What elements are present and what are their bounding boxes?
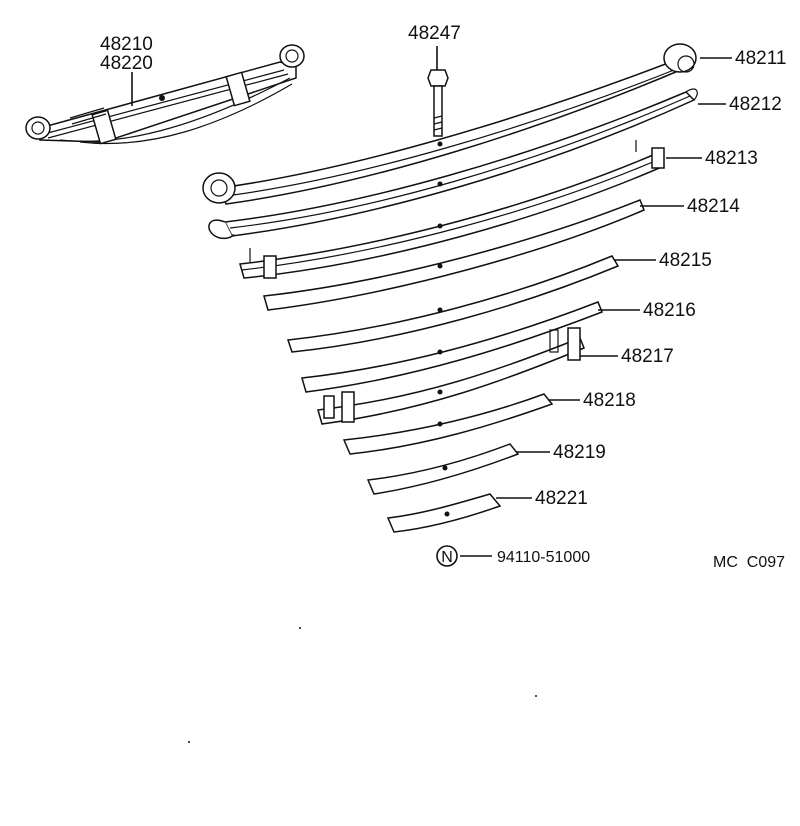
leaf-7-drawing (317, 327, 585, 425)
spring-assembly-drawing (25, 44, 305, 145)
leaf-9-drawing (366, 443, 520, 495)
leaf-3-drawing (239, 140, 665, 279)
leaf-2-drawing (208, 88, 698, 240)
label-leaf-10: 48221 (535, 488, 588, 509)
label-leaf-9: 48219 (553, 442, 606, 463)
label-leaf-8: 48218 (583, 390, 636, 411)
leader-lines (131, 46, 732, 557)
leaf-10-drawing (386, 493, 502, 533)
label-leaf-2: 48212 (729, 94, 782, 115)
label-leaf-3: 48213 (705, 148, 758, 169)
leaf-8-drawing (342, 393, 554, 455)
leaf-1-drawing (202, 43, 697, 205)
label-leaf-5: 48215 (659, 250, 712, 271)
label-leaf-7: 48217 (621, 346, 674, 367)
leaf-4-drawing (263, 199, 645, 311)
label-leaf-6: 48216 (643, 300, 696, 321)
label-leaf-1: 48211 (735, 48, 786, 69)
label-center-bolt: 48247 (408, 23, 461, 44)
label-assembly-primary: 48210 (100, 34, 153, 55)
label-nut: 94110-51000 (497, 549, 590, 566)
nut-symbol-letter: N (441, 549, 453, 566)
label-leaf-4: 48214 (687, 196, 740, 217)
leaf-6-drawing (301, 301, 603, 393)
label-assembly-secondary: 48220 (100, 53, 153, 74)
catalog-code: MC C097 (713, 554, 785, 571)
leaf-5-drawing (286, 255, 620, 353)
center-bolt-drawing (427, 69, 449, 137)
nut-symbol-icon: N (436, 545, 458, 567)
